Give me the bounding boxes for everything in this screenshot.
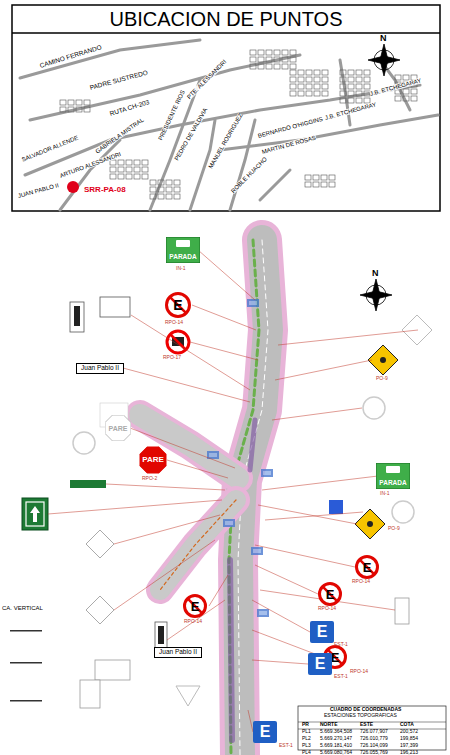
sign-text: PARE <box>105 415 131 441</box>
sign-parefaded: PARE <box>105 415 131 441</box>
sign-code: EST-1 <box>279 743 293 748</box>
sign-code: IN-1 <box>380 491 389 496</box>
sign-pare: PARE <box>139 446 167 474</box>
table-cell: 197,399 <box>400 743 418 748</box>
north-mark: N <box>372 269 379 278</box>
table-cell: 5.669.080,764 <box>320 750 352 755</box>
table-cell: 199,854 <box>400 736 418 741</box>
sign-code: RPO-2 <box>142 476 157 481</box>
sign-bluee: E <box>308 653 332 675</box>
table-cell: PL4 <box>302 750 311 755</box>
sign-code: IN-1 <box>176 266 185 271</box>
table-cell: ESTACIONES TOPOGRAFICAS <box>324 713 397 718</box>
table-cell: 726.104,099 <box>360 743 388 748</box>
sign-parada: PARADA <box>376 463 410 489</box>
sign-text: E <box>318 582 342 606</box>
table-cell: PL2 <box>302 736 311 741</box>
sign-text: PARE <box>139 446 167 474</box>
sign-noe: E <box>318 582 342 606</box>
table-cell: 196,213 <box>400 750 418 755</box>
sign-code: RPO-14 <box>352 579 370 584</box>
table-cell: COTA <box>400 722 414 727</box>
table-cell: CUADRO DE COORDENADAS <box>330 707 401 712</box>
sign-noe: E <box>165 292 191 318</box>
sign-code: EST-1 <box>334 642 348 647</box>
table-cell: PL1 <box>302 729 311 734</box>
sign-bluee: E <box>310 621 334 643</box>
map-title: UBICACION DE PUNTOS <box>12 6 440 32</box>
sign-plate: Juan Pablo II <box>154 647 202 658</box>
sign-text: E <box>355 555 379 579</box>
sign-code: RPO-14 <box>184 619 202 624</box>
street-name: SRR-PA-08 <box>84 186 126 194</box>
sign-code: PO-9 <box>376 376 388 381</box>
sign-code: RPO-14 <box>318 606 336 611</box>
table-cell: 726.077,907 <box>360 729 388 734</box>
sign-text: PARADA <box>376 463 410 489</box>
sign-text: Juan Pablo II <box>76 363 124 374</box>
sign-noe: E <box>355 555 379 579</box>
table-cell: PL3 <box>302 743 311 748</box>
sign-code: PO-9 <box>388 526 400 531</box>
sign-text: E <box>253 721 277 743</box>
sign-text: E <box>165 292 191 318</box>
sign-bluee: E <box>253 721 277 743</box>
sign-noe: E <box>183 594 207 618</box>
table-cell: 200,572 <box>400 729 418 734</box>
sign-plate: Juan Pablo II <box>76 363 124 374</box>
sign-text: PARADA <box>166 237 200 263</box>
sign-text: E <box>183 594 207 618</box>
sign-code: RPO-14 <box>165 320 183 325</box>
sign-code: RPO-14 <box>350 669 368 674</box>
table-cell: 5.669.270,147 <box>320 736 352 741</box>
table-cell: NORTE <box>320 722 338 727</box>
sign-text: Juan Pablo II <box>154 647 202 658</box>
sign-parada: PARADA <box>166 237 200 263</box>
table-cell: 5.669.364,508 <box>320 729 352 734</box>
sign-code: RPO-17 <box>163 355 181 360</box>
sign-code: CA. VERTICAL <box>2 605 43 611</box>
table-cell: 726.010,779 <box>360 736 388 741</box>
table-cell: ESTE <box>360 722 373 727</box>
sign-code: EST-1 <box>334 674 348 679</box>
north-mark: N <box>380 34 387 43</box>
table-cell: 726.055,769 <box>360 750 388 755</box>
sign-text: E <box>308 653 332 675</box>
table-cell: PR <box>302 722 309 727</box>
table-cell: 5.669.181,410 <box>320 743 352 748</box>
sign-text: E <box>310 621 334 643</box>
